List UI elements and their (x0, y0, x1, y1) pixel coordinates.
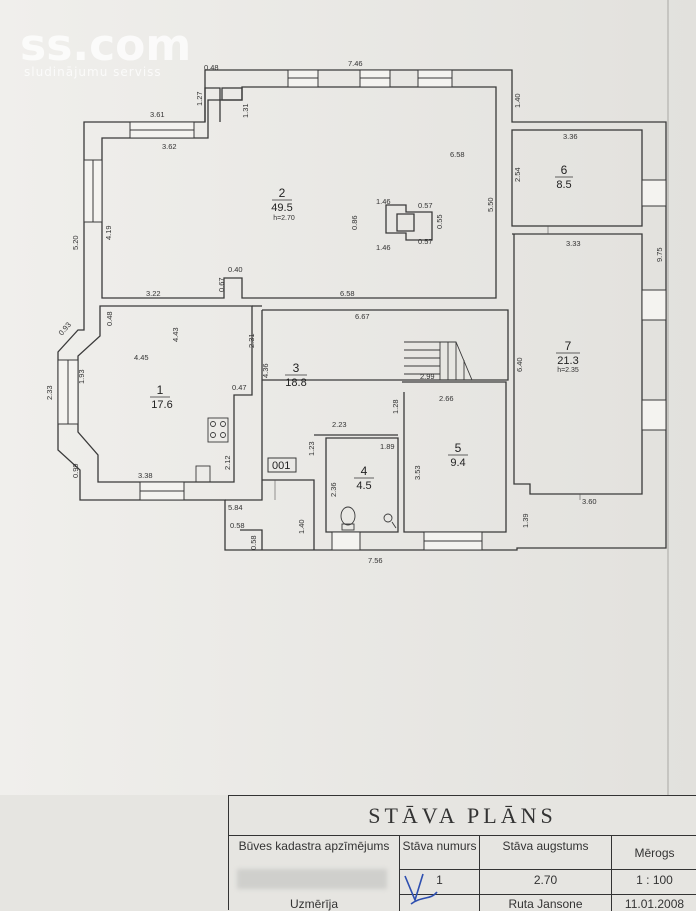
dim-label: 3.62 (162, 142, 177, 151)
dim-label: 1.23 (307, 441, 316, 456)
floor-height-value: 2.70 (533, 873, 558, 887)
dim-label: 5.84 (228, 503, 243, 512)
dim-label: 4.45 (134, 353, 149, 362)
dim-label: 1.40 (297, 519, 306, 534)
room-5-area: 9.4 (450, 457, 465, 469)
dim-label: 1.39 (521, 513, 530, 528)
dim-label: 2.33 (45, 385, 54, 400)
dim-label: 7.46 (348, 59, 363, 68)
room-2-area: 49.5 (271, 202, 292, 214)
dim-label: 3.60 (582, 497, 597, 506)
room-1-number: 1 (157, 383, 164, 397)
dim-label: 2.99 (420, 372, 435, 381)
dim-label: 1.89 (380, 442, 395, 451)
title-block-title: STĀVA PLĀNS (229, 796, 696, 836)
label-001: 001 (272, 460, 290, 472)
room-3-number: 3 (293, 361, 300, 375)
dim-label: 1.28 (391, 399, 400, 414)
dim-label: 0.58 (249, 535, 258, 550)
floor-height-header: Stāva augstums (502, 839, 589, 853)
dim-label: 6.67 (355, 312, 370, 321)
dim-label: 2.66 (439, 394, 454, 403)
dim-label: 4.43 (171, 327, 180, 342)
dim-label: 0.99 (71, 463, 80, 478)
dim-label: 4.19 (104, 225, 113, 240)
dim-label: 1.46 (376, 197, 391, 206)
dim-label: 0.48 (204, 63, 219, 72)
watermark-logo: ss.com (20, 20, 191, 71)
scale-value: 1 : 100 (636, 873, 673, 887)
dim-label: 0.67 (217, 277, 226, 292)
dim-label: 6.40 (515, 357, 524, 372)
room-labels: 2 49.5 h=2.70 6 8.5 7 21.3 h=2.35 1 17.6… (150, 163, 580, 492)
dim-label: 7.56 (368, 556, 383, 565)
dim-label: 0.40 (228, 265, 243, 274)
dim-label: 0.48 (105, 311, 114, 326)
floor-number-header: Stāva numurs (402, 839, 477, 853)
dim-label: 3.38 (138, 471, 153, 480)
dim-label: 2.31 (247, 333, 256, 348)
surveyed-by-label: Uzmērīja (289, 897, 338, 911)
dim-label: 0.47 (232, 383, 247, 392)
room-7-number: 7 (565, 339, 572, 353)
room-2-number: 2 (279, 186, 286, 200)
dim-label: 1.46 (376, 243, 391, 252)
fixtures (195, 417, 397, 531)
windows (57, 69, 667, 551)
watermark-subtitle: sludinājumu serviss (24, 65, 162, 79)
dim-label: 6.58 (340, 289, 355, 298)
dim-label: 3.22 (146, 289, 161, 298)
room-6-area: 8.5 (556, 179, 571, 191)
dim-label: 0.55 (435, 214, 444, 229)
room-7-height: h=2.35 (557, 367, 579, 374)
dim-label: 3.36 (563, 132, 578, 141)
dim-label: 2.54 (513, 167, 522, 182)
scale-header: Mērogs (634, 846, 675, 860)
floor-plan-drawing: ss.com sludinājumu serviss (0, 0, 696, 795)
survey-date: 11.01.2008 (624, 897, 685, 911)
dim-label: 2.12 (223, 455, 232, 470)
surveyor-name: Ruta Jansone (508, 897, 583, 911)
dimension-ticks (274, 226, 581, 500)
dim-label: 0.86 (350, 215, 359, 230)
room-4-number: 4 (361, 464, 368, 478)
staircase (404, 341, 473, 381)
dim-label: 4.36 (261, 363, 270, 378)
dim-label: 0.58 (230, 521, 245, 530)
dim-label: 1.40 (513, 93, 522, 108)
dim-label: 0.57 (418, 237, 433, 246)
dim-label: 3.33 (566, 239, 581, 248)
dim-label: 3.61 (150, 110, 165, 119)
room-4-area: 4.5 (356, 480, 371, 492)
redacted-cadastral-number (237, 869, 387, 889)
dim-label: 2.36 (329, 482, 338, 497)
dim-label: 5.20 (71, 235, 80, 250)
dim-label: 2.23 (332, 420, 347, 429)
dim-label: 0.57 (418, 201, 433, 210)
dim-label: 1.27 (195, 91, 204, 106)
dim-label: 6.58 (450, 150, 465, 159)
dim-label: 9.75 (655, 247, 664, 262)
room-3-area: 18.8 (285, 377, 306, 389)
walls (57, 69, 667, 551)
dim-label: 5.50 (486, 197, 495, 212)
room-2-height: h=2.70 (273, 215, 295, 222)
room-1-area: 17.6 (151, 399, 172, 411)
dim-label: 1.93 (77, 369, 86, 384)
dim-label: 3.53 (413, 465, 422, 480)
signature-mark (404, 873, 438, 905)
room-6-number: 6 (561, 163, 568, 177)
cadastral-designation-header: Būves kadastra apzīmējums (238, 839, 390, 853)
room-5-number: 5 (455, 441, 462, 455)
title-block: STĀVA PLĀNS Būves kadastra apzīmējums St… (228, 795, 696, 911)
floor-number-value: 1 (436, 873, 443, 887)
room-7-area: 21.3 (557, 355, 578, 367)
dim-label: 1.31 (241, 103, 250, 118)
